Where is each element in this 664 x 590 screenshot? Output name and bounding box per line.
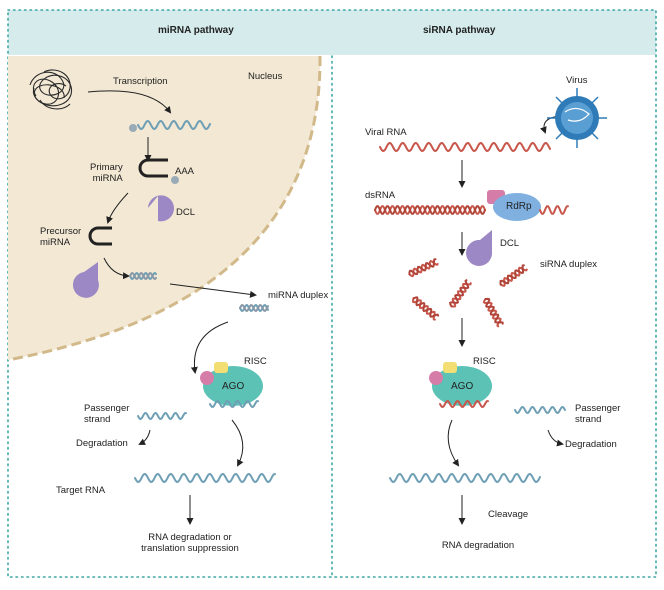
ago-label-sirna: AGO (451, 381, 474, 392)
flow-arrows (87, 90, 564, 525)
sirna-pathway-title: siRNA pathway (423, 25, 496, 36)
precursor-mirna-hairpin (88, 226, 112, 246)
dcl-enzyme-icon-2 (72, 262, 99, 298)
passenger-strand-label-sirna-line2: strand (575, 414, 602, 425)
passenger-strand-mirna (137, 412, 187, 420)
nucleus-envelope (7, 55, 322, 362)
passenger-strand-label-mirna-line2: strand (84, 414, 111, 425)
sirna-fragment-1b (408, 258, 437, 276)
transcript-strand (137, 119, 211, 131)
sirna-outcome-label: RNA degradation (441, 540, 515, 551)
passenger-strand-label-sirna: Passenger strand (575, 403, 620, 425)
target-rna-label: Target RNA (56, 485, 106, 496)
processed-duplex-strand-2 (129, 271, 157, 281)
sirna-fragment-3b (412, 296, 440, 318)
dcl-enzyme-icon (148, 195, 174, 222)
passenger-strand-label-sirna-line1: Passenger (575, 403, 621, 414)
rdrp-label: RdRp (506, 201, 532, 212)
mirna-duplex-label: miRNA duplex (268, 290, 329, 301)
polya-tail-label: AAA (175, 166, 195, 177)
passenger-strand-label-mirna: Passenger strand (84, 403, 129, 425)
risc-complex-sirna (429, 362, 492, 406)
dsrna-strand-3 (539, 205, 569, 215)
precursor-mirna-label-line2: miRNA (40, 237, 71, 248)
dcl-label-sirna: DCL (500, 238, 520, 249)
primary-mirna-hairpin (138, 158, 179, 184)
ago-label-mirna: AGO (222, 381, 245, 392)
sirna-fragment-5b (484, 297, 504, 325)
primary-mirna-label: Primary miRNA (90, 162, 123, 184)
virus-label: Virus (566, 75, 588, 86)
mirna-outcome-label-line2: translation suppression (141, 543, 239, 554)
viral-rna-strand (379, 141, 551, 153)
dcl-label-mirna: DCL (176, 207, 196, 218)
sirna-duplex-label: siRNA duplex (540, 259, 598, 270)
viral-rna-label: Viral RNA (365, 127, 407, 138)
mirna-outcome-label-line1: RNA degradation or (148, 532, 232, 543)
passenger-strand-label-mirna-line1: Passenger (84, 403, 130, 414)
risc-label-mirna: RISC (244, 356, 267, 367)
transcription-label: Transcription (113, 76, 168, 87)
degradation-label-mirna: Degradation (76, 438, 128, 449)
dcl-enzyme-icon-3 (466, 230, 493, 266)
rna-strands (129, 119, 569, 484)
virus-icon (547, 88, 607, 148)
nucleus-label: Nucleus (248, 71, 283, 82)
header-band (8, 10, 656, 55)
primary-mirna-label-line1: Primary (90, 162, 123, 173)
mirna-duplex-strand-2 (239, 303, 269, 313)
cleavage-label: Cleavage (488, 509, 529, 520)
risc-guide-strand-mirna (209, 400, 259, 408)
chromatin-icon (29, 69, 73, 110)
primary-mirna-label-line2: miRNA (92, 173, 123, 184)
dsrna-strand-2 (374, 205, 486, 215)
precursor-mirna-label-line1: Precursor (40, 226, 82, 237)
dsrna-label: dsRNA (365, 190, 396, 201)
passenger-strand-sirna (514, 406, 566, 414)
sirna-fragment-2b (499, 264, 525, 286)
risc-guide-strand-sirna (439, 400, 489, 408)
rdrp-enzyme (487, 190, 541, 221)
cleaved-target-strand (389, 472, 541, 484)
degradation-label-sirna: Degradation (565, 439, 617, 450)
target-rna-strand (134, 472, 276, 484)
sirna-fragment-4b (448, 279, 470, 308)
precursor-mirna-label: Precursor miRNA (40, 226, 81, 248)
risc-complex-mirna (200, 362, 263, 406)
mirna-pathway-title: miRNA pathway (158, 25, 234, 36)
cap-icon (129, 124, 137, 132)
risc-label-sirna: RISC (473, 356, 496, 367)
mirna-outcome-label: RNA degradation or translation suppressi… (141, 532, 239, 554)
